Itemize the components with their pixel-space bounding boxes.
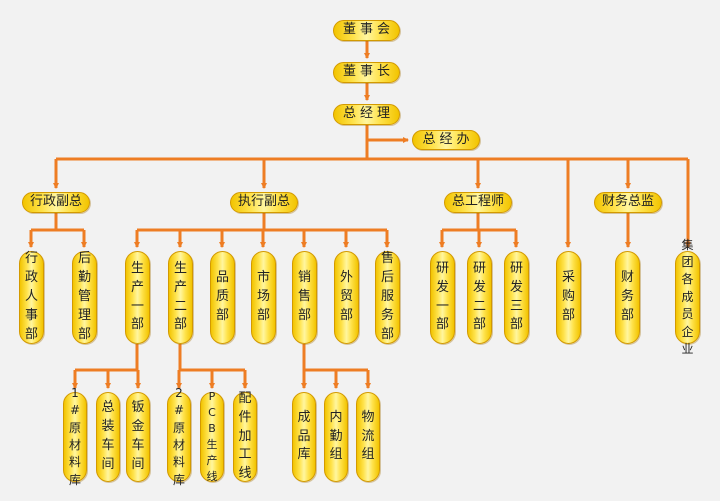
node-purchasing-dept[interactable]: 采购部 <box>556 251 581 344</box>
node-logistics-dept[interactable]: 后勤管理部 <box>72 251 97 344</box>
node-sales-dept[interactable]: 销售部 <box>292 251 317 344</box>
node-logistics-team[interactable]: 物流组 <box>356 392 380 482</box>
node-exec-vp[interactable]: 执行副总 <box>230 192 298 213</box>
node-rd-2[interactable]: 研发二部 <box>467 251 492 344</box>
node-production-2[interactable]: 生产二部 <box>168 251 193 344</box>
node-hr-dept[interactable]: 行政人事部 <box>19 251 44 344</box>
node-group-companies[interactable]: 集团各成员企业 <box>675 238 700 356</box>
node-gm-office[interactable]: 总经办 <box>412 130 480 150</box>
node-finance-dept[interactable]: 财务部 <box>615 251 640 344</box>
node-board[interactable]: 董事会 <box>333 20 400 41</box>
node-rd-3[interactable]: 研发三部 <box>504 251 529 344</box>
node-assembly-workshop[interactable]: 总装车间 <box>96 392 120 482</box>
node-marketing-dept[interactable]: 市场部 <box>251 251 276 344</box>
node-rd-1[interactable]: 研发一部 <box>430 251 455 344</box>
node-admin-vp[interactable]: 行政副总 <box>22 192 90 213</box>
node-internal-team[interactable]: 内勤组 <box>324 392 348 482</box>
node-raw-material-1[interactable]: 1#原材料库 <box>63 386 87 487</box>
node-after-sales-dept[interactable]: 售后服务部 <box>375 251 400 344</box>
node-chairman[interactable]: 董事长 <box>333 62 400 83</box>
node-finance-director[interactable]: 财务总监 <box>594 192 662 213</box>
node-raw-material-2[interactable]: 2#原材料库 <box>167 386 191 487</box>
node-pcb-line[interactable]: PCB生产线 <box>200 390 224 483</box>
node-sheet-metal-workshop[interactable]: 钣金车间 <box>126 392 150 482</box>
node-quality-dept[interactable]: 品质部 <box>210 251 235 344</box>
node-parts-line[interactable]: 配件加工线 <box>233 391 257 482</box>
node-chief-engineer[interactable]: 总工程师 <box>444 192 512 213</box>
node-trade-dept[interactable]: 外贸部 <box>334 251 359 344</box>
node-general-manager[interactable]: 总经理 <box>333 104 400 125</box>
node-production-1[interactable]: 生产一部 <box>125 251 150 344</box>
node-finished-goods[interactable]: 成品库 <box>292 392 316 482</box>
